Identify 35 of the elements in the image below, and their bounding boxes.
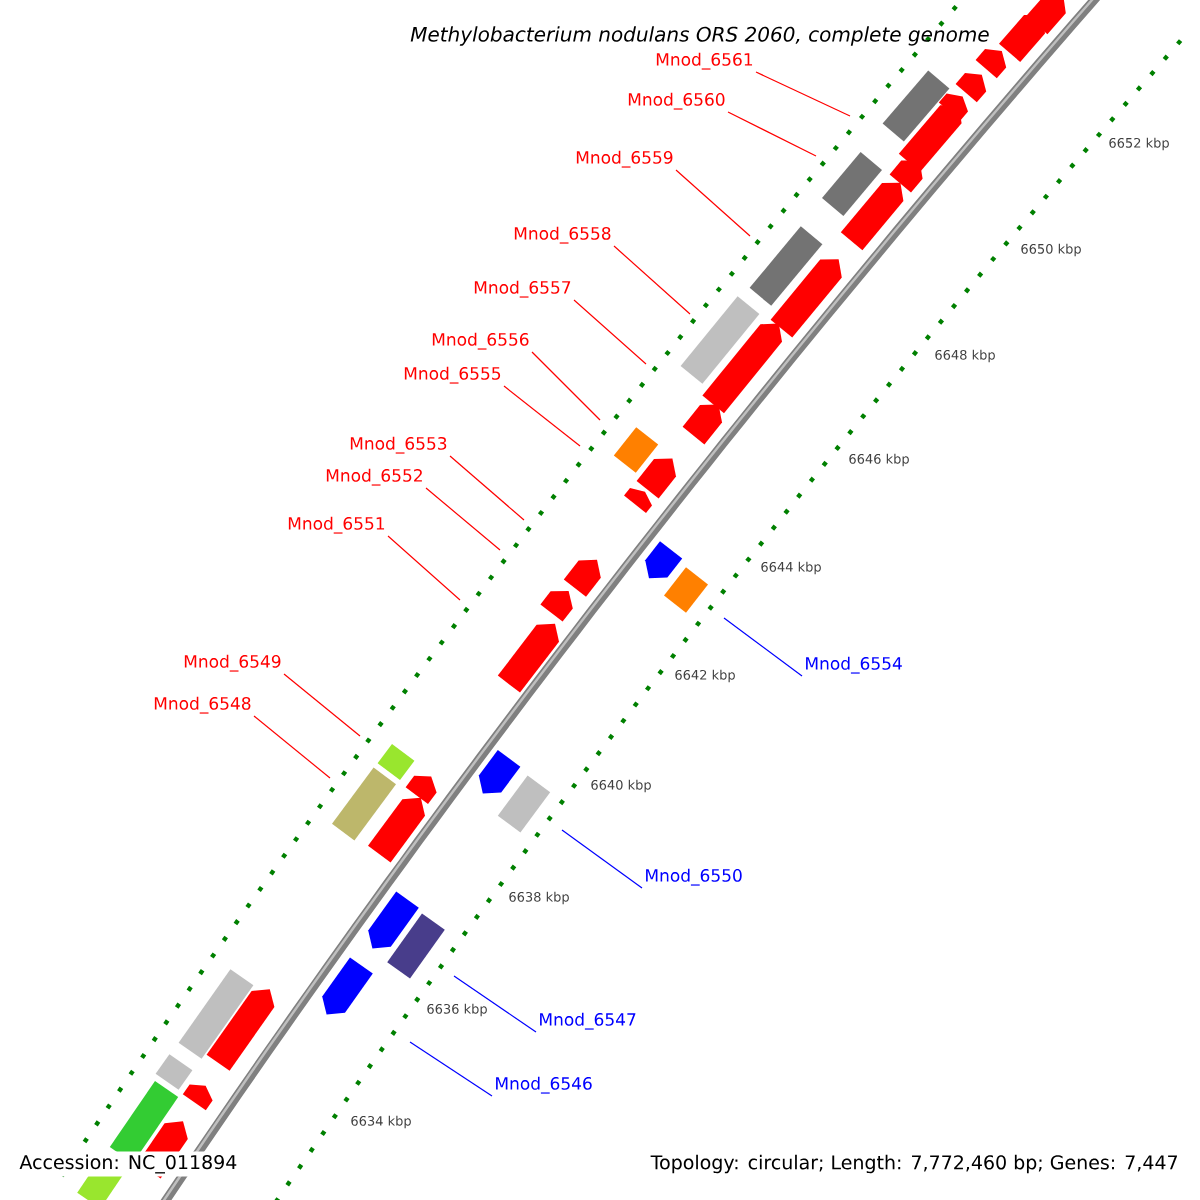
gene-label: Mnod_6557 <box>474 280 571 298</box>
leader-line <box>675 169 751 237</box>
leader-line <box>573 299 647 365</box>
gene-label: Mnod_6547 <box>540 1012 636 1030</box>
gene-label: Mnod_6561 <box>656 52 753 70</box>
leader-line <box>253 715 331 779</box>
leader-line <box>503 385 581 447</box>
leader-line <box>723 617 803 677</box>
info-text: Topology: circular; Length: 7,772,460 bp; Genes: 7,447 <box>647 1151 1182 1177</box>
gene-label: Mnod_6555 <box>404 366 501 384</box>
gene-label: Mnod_6549 <box>184 654 281 672</box>
gene-label: Mnod_6552 <box>326 468 422 486</box>
leader-line <box>425 487 501 551</box>
gene-label: Mnod_6560 <box>628 92 725 110</box>
gene-label: Mnod_6548 <box>154 696 251 714</box>
gene-label: Mnod_6550 <box>646 868 742 886</box>
leader-line <box>561 829 643 889</box>
leader-line <box>755 71 851 117</box>
gene-label: Mnod_6559 <box>576 150 673 168</box>
gene-label: Mnod_6551 <box>288 516 385 534</box>
leader-line <box>727 111 817 157</box>
leader-line <box>453 975 537 1033</box>
gene-label: Mnod_6556 <box>432 332 529 350</box>
leader-line <box>283 673 361 737</box>
leader-line <box>409 1041 493 1097</box>
gene-label: Mnod_6558 <box>514 226 611 244</box>
title: Methylobacterium nodulans ORS 2060, complete genome <box>410 26 989 46</box>
gene-label: Mnod_6553 <box>350 436 447 454</box>
leader-line <box>387 535 461 601</box>
info-text: Accession: NC_011894 <box>16 1151 241 1177</box>
gene-label: Mnod_6546 <box>496 1076 592 1094</box>
leader-line <box>613 245 691 315</box>
leader-line <box>449 455 525 521</box>
gene-label: Mnod_6554 <box>806 656 902 674</box>
leader-line <box>531 351 601 421</box>
